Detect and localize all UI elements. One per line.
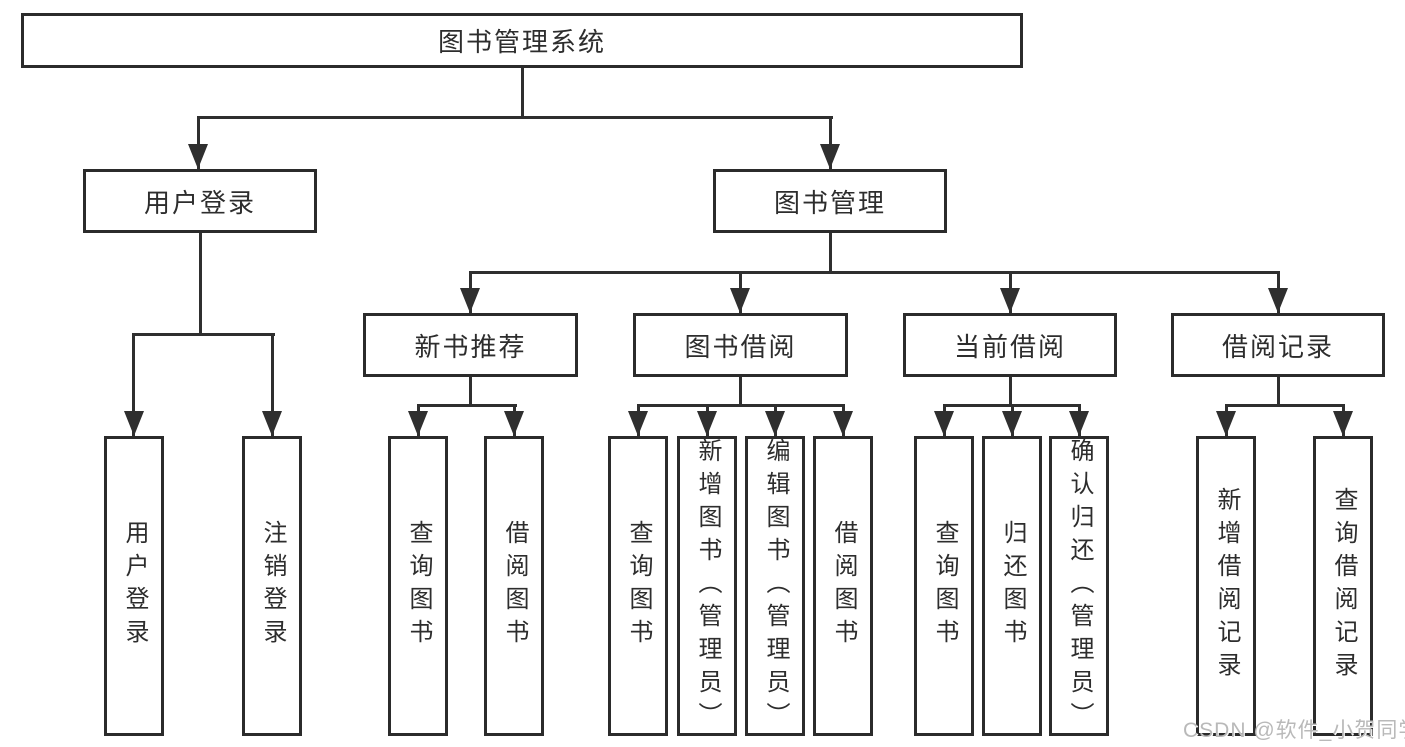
connector-line (469, 374, 472, 407)
arrow-down-icon (1000, 288, 1020, 313)
node-label: 编辑图书（管理员） (762, 437, 789, 735)
leaf-borrow-books: 借阅图书 (813, 436, 873, 736)
arrow-down-icon (697, 411, 717, 436)
node-label: 查询图书 (405, 520, 432, 652)
node-label: 确认归还（管理员） (1066, 437, 1093, 735)
arrow-down-icon (504, 411, 524, 436)
connector-line (199, 230, 202, 336)
arrow-down-icon (1069, 411, 1089, 436)
leaf-add-borrow-record: 新增借阅记录 (1196, 436, 1256, 736)
node-new-book-recommend: 新书推荐 (363, 313, 578, 377)
node-label: 当前借阅 (953, 331, 1066, 362)
node-label: 图书管理系统 (437, 27, 606, 57)
node-label: 查询借阅记录 (1330, 487, 1357, 685)
arrow-down-icon (730, 288, 750, 313)
arrow-down-icon (408, 411, 428, 436)
connector-line (1009, 374, 1012, 407)
arrow-down-icon (262, 411, 282, 436)
node-label: 新书推荐 (414, 331, 527, 362)
node-label: 借阅图书 (830, 520, 857, 652)
arrow-down-icon (820, 144, 840, 169)
leaf-user-login: 用户登录 (104, 436, 164, 736)
arrow-down-icon (1333, 411, 1353, 436)
connector-line (469, 271, 1280, 274)
connector-line (197, 116, 833, 119)
node-label: 注销登录 (259, 520, 286, 652)
connector-line (417, 404, 517, 407)
connector-line (521, 66, 524, 119)
arrow-down-icon (1002, 411, 1022, 436)
connector-line (637, 404, 845, 407)
leaf-borrow-books-recommend: 借阅图书 (484, 436, 544, 736)
leaf-edit-books-admin: 编辑图书（管理员） (745, 436, 805, 736)
arrow-down-icon (765, 411, 785, 436)
connector-line (1225, 404, 1345, 407)
node-label: 归还图书 (999, 520, 1026, 652)
arrow-down-icon (934, 411, 954, 436)
connector-line (132, 333, 275, 336)
node-label: 用户登录 (121, 520, 148, 652)
node-user-login: 用户登录 (83, 169, 317, 233)
node-book-management: 图书管理 (713, 169, 947, 233)
leaf-query-books-recommend: 查询图书 (388, 436, 448, 736)
node-borrowing-records: 借阅记录 (1171, 313, 1385, 377)
connector-line (829, 116, 832, 169)
node-label: 借阅记录 (1221, 331, 1334, 362)
connector-line (739, 374, 742, 407)
node-label: 查询图书 (625, 520, 652, 652)
arrow-down-icon (1216, 411, 1236, 436)
leaf-query-books-current: 查询图书 (914, 436, 974, 736)
connector-line (197, 116, 200, 169)
node-label: 借阅图书 (501, 520, 528, 652)
node-current-borrowing: 当前借阅 (903, 313, 1117, 377)
leaf-query-borrow-record: 查询借阅记录 (1313, 436, 1373, 736)
node-label: 用户登录 (143, 187, 256, 218)
node-book-borrowing: 图书借阅 (633, 313, 848, 377)
watermark: CSDN @软件_小贺同学 (1183, 719, 1405, 742)
leaf-return-books: 归还图书 (982, 436, 1042, 736)
arrow-down-icon (833, 411, 853, 436)
arrow-down-icon (628, 411, 648, 436)
node-root: 图书管理系统 (21, 13, 1023, 68)
leaf-confirm-return-admin: 确认归还（管理员） (1049, 436, 1109, 736)
leaf-query-books-borrowing: 查询图书 (608, 436, 668, 736)
node-label: 新增借阅记录 (1213, 487, 1240, 685)
arrow-down-icon (124, 411, 144, 436)
arrow-down-icon (188, 144, 208, 169)
connector-line (1277, 374, 1280, 407)
node-label: 图书管理 (773, 187, 886, 218)
connector-line (132, 333, 135, 436)
connector-line (271, 333, 274, 436)
connector-line (829, 230, 832, 274)
node-label: 图书借阅 (684, 331, 797, 362)
leaf-add-books-admin: 新增图书（管理员） (677, 436, 737, 736)
node-label: 新增图书（管理员） (694, 437, 721, 735)
arrow-down-icon (460, 288, 480, 313)
node-label: 查询图书 (931, 520, 958, 652)
arrow-down-icon (1268, 288, 1288, 313)
leaf-logout: 注销登录 (242, 436, 302, 736)
